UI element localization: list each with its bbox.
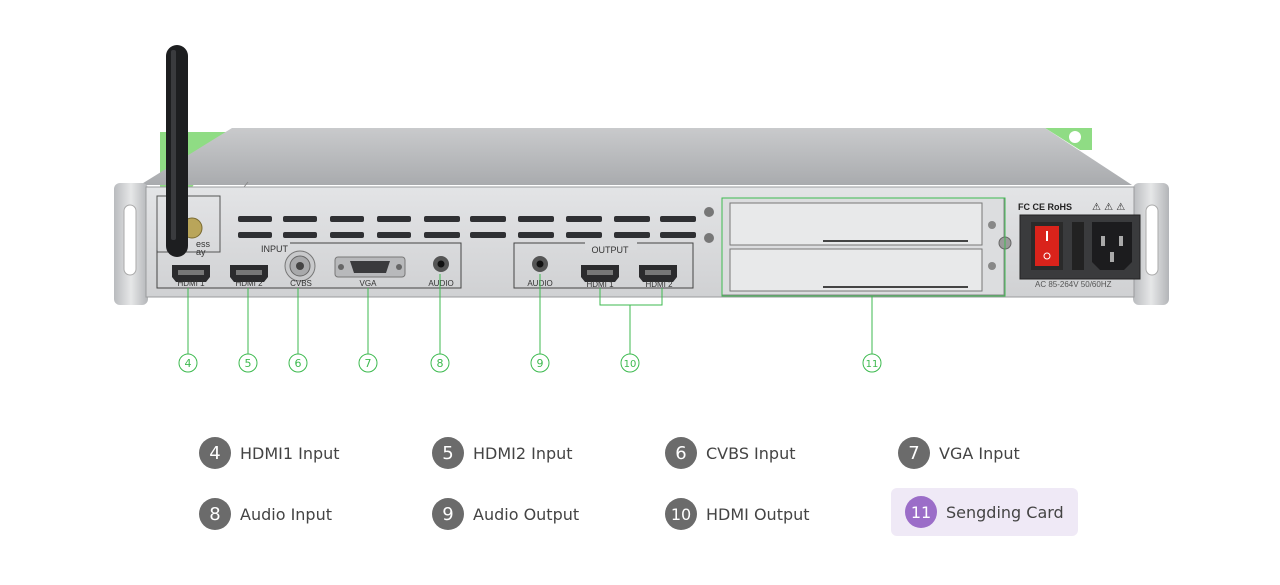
legend-item-vga-input: 7 VGA Input xyxy=(898,431,1020,475)
callout-5 xyxy=(238,353,258,373)
vga-port-label: VGA xyxy=(360,279,378,288)
cvbs-port-label: CVBS xyxy=(290,279,312,288)
svg-text:⚠ ⚠ ⚠: ⚠ ⚠ ⚠ xyxy=(1092,202,1125,213)
callout-9 xyxy=(530,353,550,373)
hdmi1-output-label: HDMI 1 xyxy=(586,280,614,289)
screw xyxy=(704,233,714,243)
legend-item-hdmi2-input: 5 HDMI2 Input xyxy=(432,431,573,475)
wireless-label-2: ay xyxy=(196,247,206,257)
vent-slots xyxy=(238,216,696,238)
legend-label: VGA Input xyxy=(939,443,1020,463)
callout-5-label: 5 xyxy=(245,357,252,370)
chassis-top xyxy=(140,128,1132,185)
hdmi2-output-port xyxy=(639,265,677,282)
callout-8 xyxy=(430,353,450,373)
antenna xyxy=(166,45,188,257)
legend-badge: 11 xyxy=(905,496,937,528)
callout-7-label: 7 xyxy=(365,357,372,370)
legend-badge: 6 xyxy=(665,437,697,469)
callout-7 xyxy=(358,353,378,373)
callout-6-label: 6 xyxy=(295,357,302,370)
legend-label: Audio Output xyxy=(473,504,580,524)
audio-input-jack xyxy=(433,256,449,272)
callout-10-label: 10 xyxy=(624,359,637,370)
legend-badge: 10 xyxy=(665,498,697,530)
callout-9-label: 9 xyxy=(537,357,544,370)
legend-item-audio-input: 8 Audio Input xyxy=(199,492,332,536)
audio-input-label: AUDIO xyxy=(428,279,453,288)
legend-label: HDMI1 Input xyxy=(240,443,340,463)
legend-item-hdmi1-input: 4 HDMI1 Input xyxy=(199,431,340,475)
bracket-hole xyxy=(1069,131,1081,143)
cert-marks: FC CE RoHS xyxy=(1018,202,1072,212)
legend-badge: 8 xyxy=(199,498,231,530)
hdmi2-output-label: HDMI 2 xyxy=(645,280,673,289)
device-rear-panel: ess ay INPUT HDMI 1 HDMI 2 CVBS VGA AUDI… xyxy=(114,45,1169,373)
callout-10 xyxy=(620,353,640,373)
hdmi2-port-label: HDMI 2 xyxy=(235,279,263,288)
legend-badge: 7 xyxy=(898,437,930,469)
callout-4 xyxy=(178,353,198,373)
callout-4-label: 4 xyxy=(185,357,192,370)
legend-item-audio-output: 9 Audio Output xyxy=(432,492,579,536)
hdmi1-output-port xyxy=(581,265,619,282)
input-group-label: INPUT xyxy=(261,244,289,254)
callout-6 xyxy=(288,353,308,373)
legend-label: HDMI Output xyxy=(706,504,810,524)
input-group-frame xyxy=(156,242,462,289)
legend-label: Sengding Card xyxy=(946,502,1064,522)
wireless-label: ess xyxy=(196,239,211,249)
screw xyxy=(704,207,714,217)
vga-input-port xyxy=(334,256,406,278)
output-group-label: OUTPUT xyxy=(592,245,630,255)
fuse-holder xyxy=(1072,222,1084,270)
legend-item-cvbs-input: 6 CVBS Input xyxy=(665,431,795,475)
hdmi2-input-port xyxy=(230,265,268,282)
callout-11-label: 11 xyxy=(866,359,879,370)
cvbs-bnc-port xyxy=(284,250,316,282)
legend-badge: 5 xyxy=(432,437,464,469)
hdmi1-port-label: HDMI 1 xyxy=(177,279,205,288)
legend-label: Audio Input xyxy=(240,504,332,524)
wireless-box xyxy=(156,195,221,253)
callout-lines xyxy=(187,274,873,354)
legend-badge: 9 xyxy=(432,498,464,530)
hdmi1-input-port xyxy=(172,265,210,282)
legend-label: CVBS Input xyxy=(706,443,796,463)
audio-output-jack xyxy=(532,256,548,272)
legend-label: HDMI2 Input xyxy=(473,443,573,463)
power-rating-label: AC 85-264V 50/60HZ xyxy=(1035,280,1112,289)
legend-item-sending-card: 11 Sengding Card xyxy=(891,488,1078,536)
callout-8-label: 8 xyxy=(437,357,444,370)
bracket-right xyxy=(1045,128,1092,150)
iec-power-inlet xyxy=(1092,222,1132,270)
legend-item-hdmi-output: 10 HDMI Output xyxy=(665,492,810,536)
callout-11 xyxy=(862,353,882,373)
sending-card-bay xyxy=(721,197,1012,296)
sending-card-outline xyxy=(721,197,1006,297)
legend-badge: 4 xyxy=(199,437,231,469)
